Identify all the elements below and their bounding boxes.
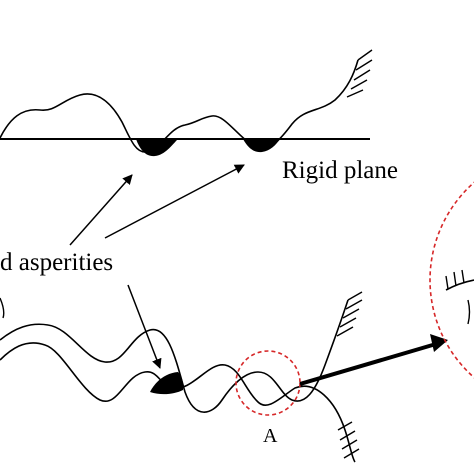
point-a-label: A xyxy=(263,425,278,447)
rough-surface-upper xyxy=(0,299,349,413)
magnified-detail-circle xyxy=(429,181,474,379)
left-edge-mark xyxy=(0,297,5,319)
magnify-arrow xyxy=(299,342,437,386)
rigid-plane-label: Rigid plane xyxy=(282,157,398,184)
asperities-label: d asperities xyxy=(0,249,113,276)
arrow-to-patch-3 xyxy=(127,284,162,369)
magnified-edge-mark xyxy=(467,299,471,325)
rough-surface-top xyxy=(0,59,359,153)
contact-patch-3 xyxy=(150,372,184,395)
magnified-hatching xyxy=(445,269,465,290)
contact-patch-2 xyxy=(243,139,280,153)
magnify-arrowhead xyxy=(430,334,448,352)
rough-surface-lower xyxy=(0,342,356,463)
hatching-bottom-upper xyxy=(336,291,363,337)
magnified-surface xyxy=(445,279,474,291)
hatching-bottom-lower xyxy=(337,421,360,459)
arrow-to-patch-2 xyxy=(104,164,245,239)
contact-patch-1 xyxy=(136,139,178,157)
hatching-top xyxy=(346,49,373,98)
arrow-to-patch-1 xyxy=(69,174,133,246)
